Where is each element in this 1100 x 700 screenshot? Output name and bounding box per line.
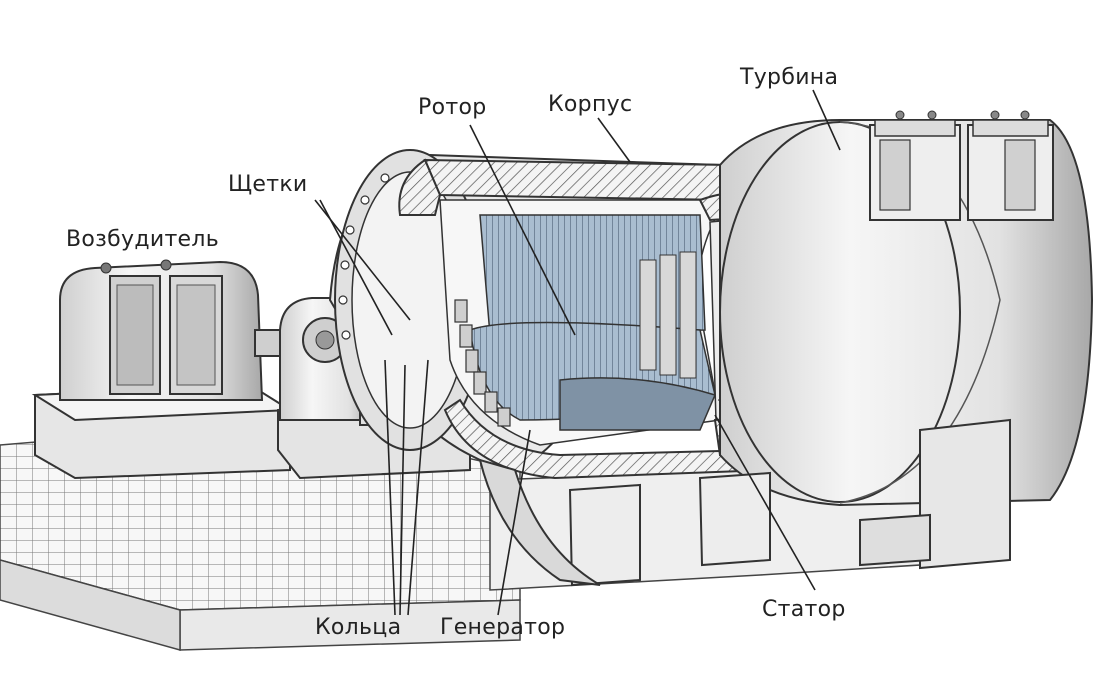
label-turbine: Турбина xyxy=(740,65,839,90)
turbine-unit xyxy=(719,110,1094,570)
leader-lines xyxy=(314,89,841,616)
label-exciter: Возбудитель xyxy=(66,227,220,252)
label-housing: Корпус xyxy=(548,92,633,117)
label-stator: Статор xyxy=(762,597,846,622)
label-rings: Кольца xyxy=(315,615,402,640)
label-rotor: Ротор xyxy=(418,95,487,120)
generator-supports xyxy=(478,458,771,587)
label-brushes: Щетки xyxy=(228,172,308,197)
exciter-unit xyxy=(31,259,296,480)
label-generator: Генератор xyxy=(440,615,566,640)
